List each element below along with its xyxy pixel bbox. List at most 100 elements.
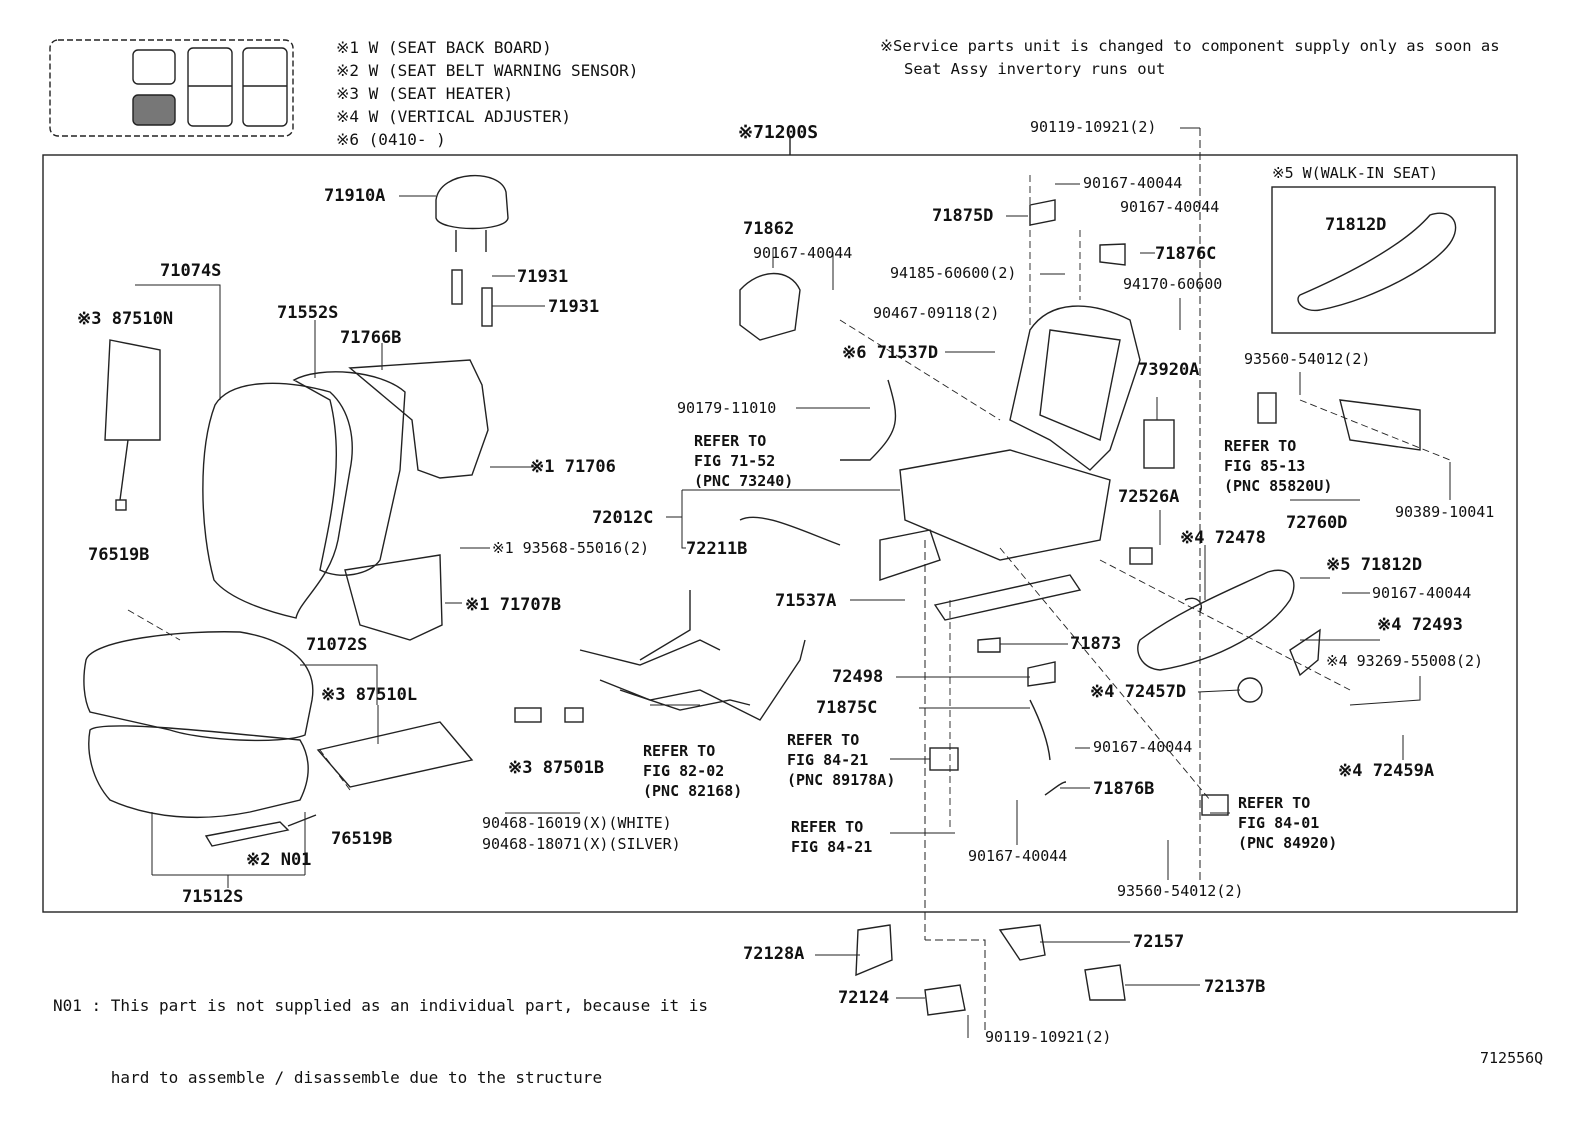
part-label: 71876B — [1093, 779, 1155, 799]
refer-line: (PNC 73240) — [694, 471, 794, 490]
service-note-line2: Seat Assy invertory runs out — [904, 60, 1166, 78]
part-label: 71931 — [548, 297, 600, 317]
refer-to-note: REFER TO FIG 84-21 (PNC 89178A) — [787, 731, 895, 790]
part-label: 72124 — [838, 988, 890, 1008]
refer-line: REFER TO — [1224, 437, 1297, 455]
part-label: 90167-40044 — [1093, 738, 1193, 756]
part-label: ※3 87510N — [77, 309, 174, 329]
walkin-box-title: ※5 W(WALK-IN SEAT) — [1272, 164, 1439, 182]
part-label: ※5 71812D — [1326, 555, 1423, 575]
part-label: 93560-54012(2) — [1244, 350, 1371, 368]
part-label: 94185-60600(2) — [890, 264, 1017, 282]
part-label: 71537A — [775, 591, 837, 611]
part-label: 71552S — [277, 303, 339, 323]
refer-line: REFER TO — [787, 731, 860, 749]
legend-item: ※4 W (VERTICAL ADJUSTER) — [336, 107, 571, 126]
part-label: 90167-40044 — [968, 847, 1068, 865]
part-label: 90467-09118(2) — [873, 304, 1000, 322]
refer-line: REFER TO — [1238, 794, 1311, 812]
seat-back-cover — [202, 382, 353, 619]
part-label: 76519B — [88, 545, 150, 565]
part-label: ※3 87510L — [321, 685, 418, 705]
diagram-drawing — [42, 39, 1518, 1038]
part-label: 71875C — [816, 698, 878, 718]
part-label: 72526A — [1118, 487, 1180, 507]
refer-line: (PNC 82168) — [643, 781, 743, 800]
part-label: ※1 93568-55016(2) — [492, 539, 650, 557]
part-label: 72128A — [743, 944, 805, 964]
part-label: 90167-40044 — [1372, 584, 1472, 602]
part-label: 76519B — [331, 829, 393, 849]
seat-cushion-frame — [899, 449, 1111, 561]
part-label: 71910A — [324, 186, 386, 206]
part-label: 72211B — [686, 539, 748, 559]
refer-to-note: REFER TO FIG 82-02 (PNC 82168) — [643, 742, 742, 801]
diagram-id: 712556Q — [1480, 1049, 1544, 1067]
part-label: 90167-40044 — [1083, 174, 1183, 192]
footnote-line1: N01 : This part is not supplied as an in… — [53, 996, 709, 1015]
part-label: 90179-11010 — [677, 399, 777, 417]
refer-line: FIG 71-52 — [694, 451, 776, 470]
part-label: 90389-10041 — [1395, 503, 1495, 521]
footnote: N01 : This part is not supplied as an in… — [53, 946, 708, 1138]
refer-line: FIG 84-21 — [787, 750, 869, 769]
part-label: 94170-60600 — [1123, 275, 1223, 293]
refer-to-note: REFER TO FIG 85-13 (PNC 85820U) — [1224, 437, 1332, 496]
part-label: 73920A — [1138, 360, 1200, 380]
part-label: 90468-18071(X)(SILVER) — [482, 835, 681, 853]
part-label: ※1 71707B — [465, 595, 562, 615]
walkin-part-label: 71812D — [1325, 215, 1387, 235]
legend-item: ※1 W (SEAT BACK BOARD) — [336, 38, 552, 57]
part-label: 71873 — [1070, 634, 1122, 654]
part-label: 71766B — [340, 328, 402, 348]
part-label: 71512S — [182, 887, 244, 907]
refer-line: (PNC 84920) — [1238, 833, 1338, 852]
part-label: 71862 — [743, 219, 795, 239]
main-assembly-label: ※71200S — [738, 122, 819, 143]
part-label: ※2 N01 — [246, 850, 312, 870]
seat-icon-2 — [187, 47, 233, 127]
part-label: ※4 72493 — [1377, 615, 1463, 635]
part-label: 71072S — [306, 635, 368, 655]
part-label: 90167-40044 — [753, 244, 853, 262]
refer-line: FIG 82-02 — [643, 761, 725, 780]
part-label: ※4 72478 — [1180, 528, 1266, 548]
seat-icon-3 — [242, 47, 288, 127]
seat-back-frame — [1009, 305, 1141, 471]
refer-line: REFER TO — [694, 432, 767, 450]
part-label: ※1 71706 — [530, 457, 616, 477]
refer-to-note: REFER TO FIG 84-01 (PNC 84920) — [1238, 794, 1337, 853]
part-label: ※4 93269-55008(2) — [1326, 652, 1484, 670]
headrest-shape — [435, 174, 509, 230]
seat-icon-1 — [132, 49, 176, 85]
walkin-box — [1271, 186, 1496, 334]
part-label: 90119-10921(2) — [985, 1028, 1112, 1046]
refer-to-note: REFER TO FIG 71-52 (PNC 73240) — [694, 432, 793, 491]
part-label: 71931 — [517, 267, 569, 287]
refer-line: FIG 84-21 — [791, 837, 873, 856]
legend-item: ※3 W (SEAT HEATER) — [336, 84, 514, 103]
part-label: 72498 — [832, 667, 884, 687]
seat-cushion-cover — [83, 631, 314, 742]
legend-list: ※1 W (SEAT BACK BOARD) ※2 W (SEAT BELT W… — [336, 36, 638, 151]
main-frame — [42, 154, 1518, 913]
part-label: 71074S — [160, 261, 222, 281]
service-note-line1: ※Service parts unit is changed to compon… — [880, 37, 1500, 55]
part-label: 72760D — [1286, 513, 1348, 533]
part-label: 71876C — [1155, 244, 1217, 264]
refer-line: (PNC 85820U) — [1224, 476, 1333, 495]
seat-icon-filled — [132, 94, 176, 126]
legend-icon-box — [49, 39, 294, 137]
refer-line: REFER TO — [643, 742, 716, 760]
part-label: 93560-54012(2) — [1117, 882, 1244, 900]
part-label: ※4 72459A — [1338, 761, 1435, 781]
part-label: 72157 — [1133, 932, 1185, 952]
legend-item: ※2 W (SEAT BELT WARNING SENSOR) — [336, 61, 639, 80]
refer-line: REFER TO — [791, 818, 864, 836]
part-label: 72137B — [1204, 977, 1266, 997]
part-label: 90119-10921(2) — [1030, 118, 1157, 136]
part-label: 72012C — [592, 508, 654, 528]
part-label: ※3 87501B — [508, 758, 605, 778]
part-label: 90468-16019(X)(WHITE) — [482, 814, 672, 832]
parts-diagram: ※1 W (SEAT BACK BOARD) ※2 W (SEAT BELT W… — [42, 36, 1544, 1087]
